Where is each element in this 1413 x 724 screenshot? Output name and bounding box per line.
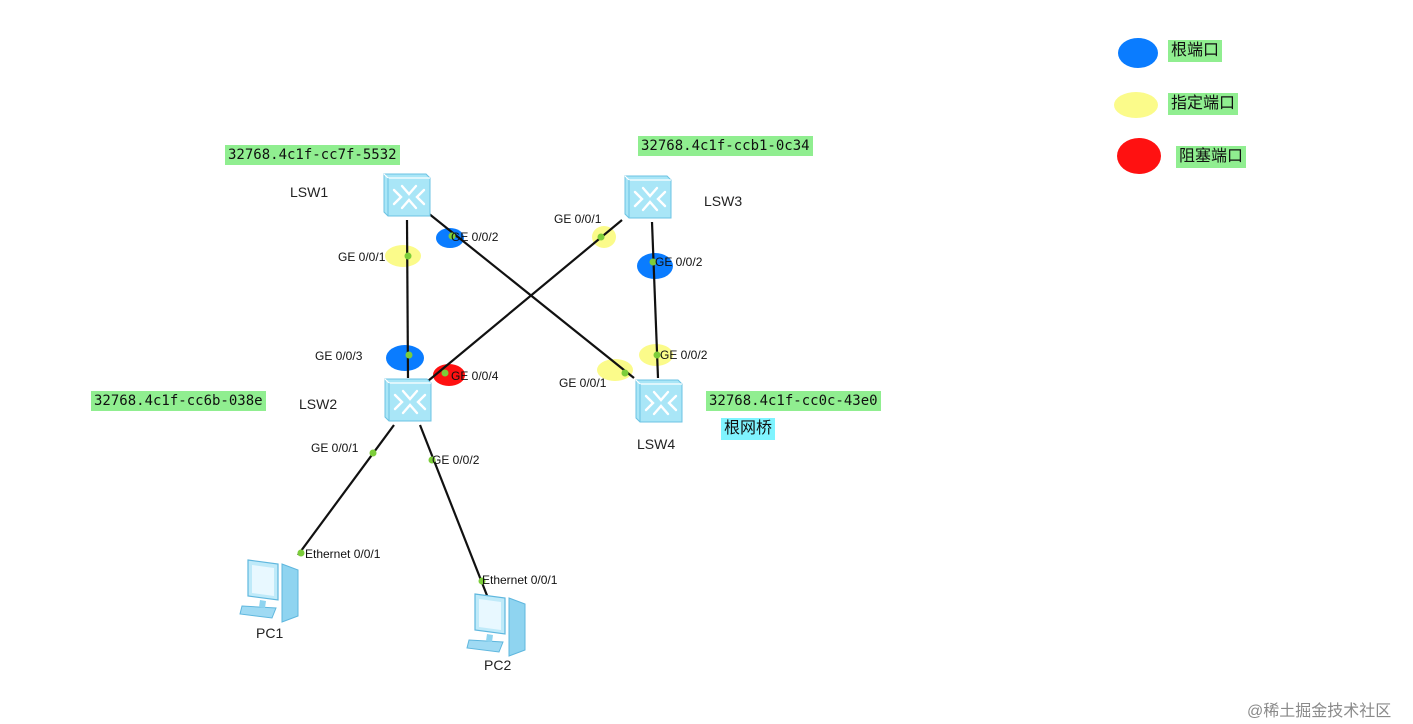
port-dot-lsw3-g1 — [597, 233, 605, 241]
bridge-id-lsw4: 32768.4c1f-cc0c-43e0 — [706, 391, 881, 411]
pc-icon[interactable] — [465, 590, 531, 658]
port-label-lsw4-g2: GE 0/0/2 — [660, 348, 708, 362]
device-name-pc1: PC1 — [256, 625, 284, 641]
port-dot-pc1-eth — [297, 549, 305, 557]
port-label-lsw2-g3: GE 0/0/3 — [315, 349, 363, 363]
port-dot-lsw2-g1 — [369, 449, 377, 457]
switch-icon[interactable] — [619, 172, 673, 222]
port-label-pc2-eth: Ethernet 0/0/1 — [482, 573, 558, 587]
device-name-lsw1: LSW1 — [290, 184, 329, 200]
port-dot-lsw1-g2 — [448, 232, 456, 240]
root-bridge-tag: 根网桥 — [721, 418, 776, 440]
legend-swatch-root-port — [1118, 38, 1158, 68]
link-lsw2-pc1 — [297, 424, 395, 556]
legend-swatch-blocked-port — [1117, 138, 1161, 174]
port-label-lsw3-g1: GE 0/0/1 — [554, 212, 602, 226]
port-marker-lsw3-g2 — [637, 253, 673, 279]
pc-icon[interactable] — [238, 556, 304, 624]
switch-icon[interactable] — [379, 375, 433, 425]
port-dot-lsw4-g2 — [653, 351, 661, 359]
bridge-id-lsw2: 32768.4c1f-cc6b-038e — [91, 391, 266, 411]
port-dot-lsw2-g4 — [441, 369, 449, 377]
port-label-lsw1-g2: GE 0/0/2 — [451, 230, 499, 244]
device-name-lsw4: LSW4 — [637, 436, 676, 452]
port-marker-lsw1-g1 — [385, 245, 421, 267]
legend-label-root-port: 根端口 — [1168, 40, 1223, 62]
link-lsw2-pc2 — [418, 424, 490, 599]
watermark: @稀土掘金技术社区 — [1247, 703, 1392, 720]
device-name-lsw2: LSW2 — [299, 396, 338, 412]
port-dot-lsw3-g2 — [649, 258, 657, 266]
port-label-lsw2-g1: GE 0/0/1 — [311, 441, 359, 455]
port-label-lsw1-g1: GE 0/0/1 — [338, 250, 386, 264]
port-marker-lsw2-g3 — [386, 345, 424, 371]
link-lsw1-lsw2 — [405, 219, 410, 379]
switch-icon[interactable] — [630, 376, 684, 426]
port-label-pc1-eth: Ethernet 0/0/1 — [305, 547, 381, 561]
port-dot-lsw1-g1 — [404, 252, 412, 260]
port-label-lsw4-g1: GE 0/0/1 — [559, 376, 607, 390]
device-name-lsw3: LSW3 — [704, 193, 743, 209]
bridge-id-lsw3: 32768.4c1f-ccb1-0c34 — [638, 136, 813, 156]
link-lsw3-lsw2 — [427, 219, 623, 382]
port-dot-lsw2-g3 — [405, 351, 413, 359]
port-label-lsw2-g4: GE 0/0/4 — [451, 369, 499, 383]
legend-label-blocked-port: 阻塞端口 — [1176, 146, 1247, 168]
port-label-lsw2-g2: GE 0/0/2 — [432, 453, 480, 467]
legend-label-designated-port: 指定端口 — [1168, 93, 1239, 115]
port-label-lsw3-g2: GE 0/0/2 — [655, 255, 703, 269]
port-dot-lsw4-g1 — [621, 369, 629, 377]
device-name-pc2: PC2 — [484, 657, 512, 673]
legend-swatch-designated-port — [1114, 92, 1158, 118]
bridge-id-lsw1: 32768.4c1f-cc7f-5532 — [225, 145, 400, 165]
switch-icon[interactable] — [378, 170, 432, 220]
port-dot-lsw2-g2 — [428, 456, 436, 464]
port-dot-pc2-eth — [478, 577, 486, 585]
